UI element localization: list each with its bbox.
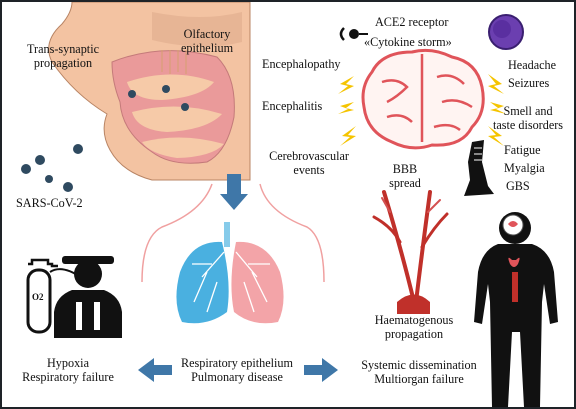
cerebrovascular-label: Cerebrovascular events — [254, 149, 364, 177]
virus-label: SARS-CoV-2 — [16, 196, 83, 210]
trans-synaptic-line1: Trans-synaptic — [27, 42, 99, 56]
haem-line2: propagation — [384, 327, 444, 341]
respiratory-epithelium-label: Respiratory epithelium Pulmonary disease — [172, 356, 302, 384]
leg-icon — [464, 140, 494, 196]
smell-taste-label: Smell and taste disorders — [482, 104, 574, 132]
trans-synaptic-label: Trans-synaptic propagation — [8, 42, 118, 70]
smell-line2: taste disorders — [492, 118, 564, 132]
systemic-label: Systemic dissemination Multiorgan failur… — [344, 358, 494, 386]
cytokine-cell-icon — [488, 14, 524, 50]
encephalitis-label: Encephalitis — [262, 99, 323, 113]
cytokine-label: «Cytokine storm» — [364, 35, 452, 49]
lightning-icon — [338, 74, 506, 146]
bbb-spread-label: BBB spread — [380, 162, 430, 190]
oxygen-tank-icon — [26, 258, 83, 334]
virus-icon — [21, 85, 189, 192]
bbb-line2: spread — [389, 176, 421, 190]
fatigue-label: Fatigue — [504, 143, 541, 157]
headache-label: Headache — [508, 58, 557, 72]
seizures-label: Seizures — [508, 76, 550, 90]
cerebrovascular-line2: events — [293, 163, 325, 177]
haem-line1: Haematogenous — [374, 313, 454, 327]
hypoxia-label: Hypoxia Respiratory failure — [8, 356, 128, 384]
haematogenous-label: Haematogenous propagation — [354, 313, 474, 341]
brain-icon — [361, 48, 485, 150]
gbs-label: GBS — [506, 179, 530, 193]
encephalopathy-label: Encephalopathy — [262, 57, 341, 71]
myalgia-label: Myalgia — [504, 161, 545, 175]
bbb-line1: BBB — [392, 162, 418, 176]
cerebrovascular-line1: Cerebrovascular — [269, 149, 349, 163]
olfactory-label: Olfactory epithelium — [162, 27, 252, 55]
olfactory-line1: Olfactory — [183, 27, 231, 41]
blood-vessel-icon — [372, 190, 449, 314]
pulmonary-disease-line: Pulmonary disease — [191, 370, 283, 384]
nasal-cavity-icon — [48, 2, 251, 181]
respiratory-epithelium-line: Respiratory epithelium — [180, 356, 294, 370]
trans-synaptic-line2: propagation — [33, 56, 93, 70]
ace2-label: ACE2 receptor — [375, 15, 449, 29]
systemic-dissemination-line: Systemic dissemination — [361, 358, 477, 372]
oxygen-label: O2 — [32, 292, 44, 302]
receptor-icon — [339, 27, 368, 41]
human-body-icon — [474, 212, 558, 407]
respiratory-failure-line: Respiratory failure — [22, 370, 114, 384]
hypoxia-line: Hypoxia — [47, 356, 89, 370]
patient-icon — [54, 256, 122, 338]
arrow-right-icon — [304, 358, 338, 382]
olfactory-line2: epithelium — [180, 41, 234, 55]
smell-line1: Smell and — [503, 104, 553, 118]
multiorgan-failure-line: Multiorgan failure — [374, 372, 464, 386]
arrow-left-icon — [138, 358, 172, 382]
torso-outline — [141, 183, 325, 283]
lungs-icon — [176, 222, 284, 324]
arrow-down-icon — [220, 174, 248, 210]
